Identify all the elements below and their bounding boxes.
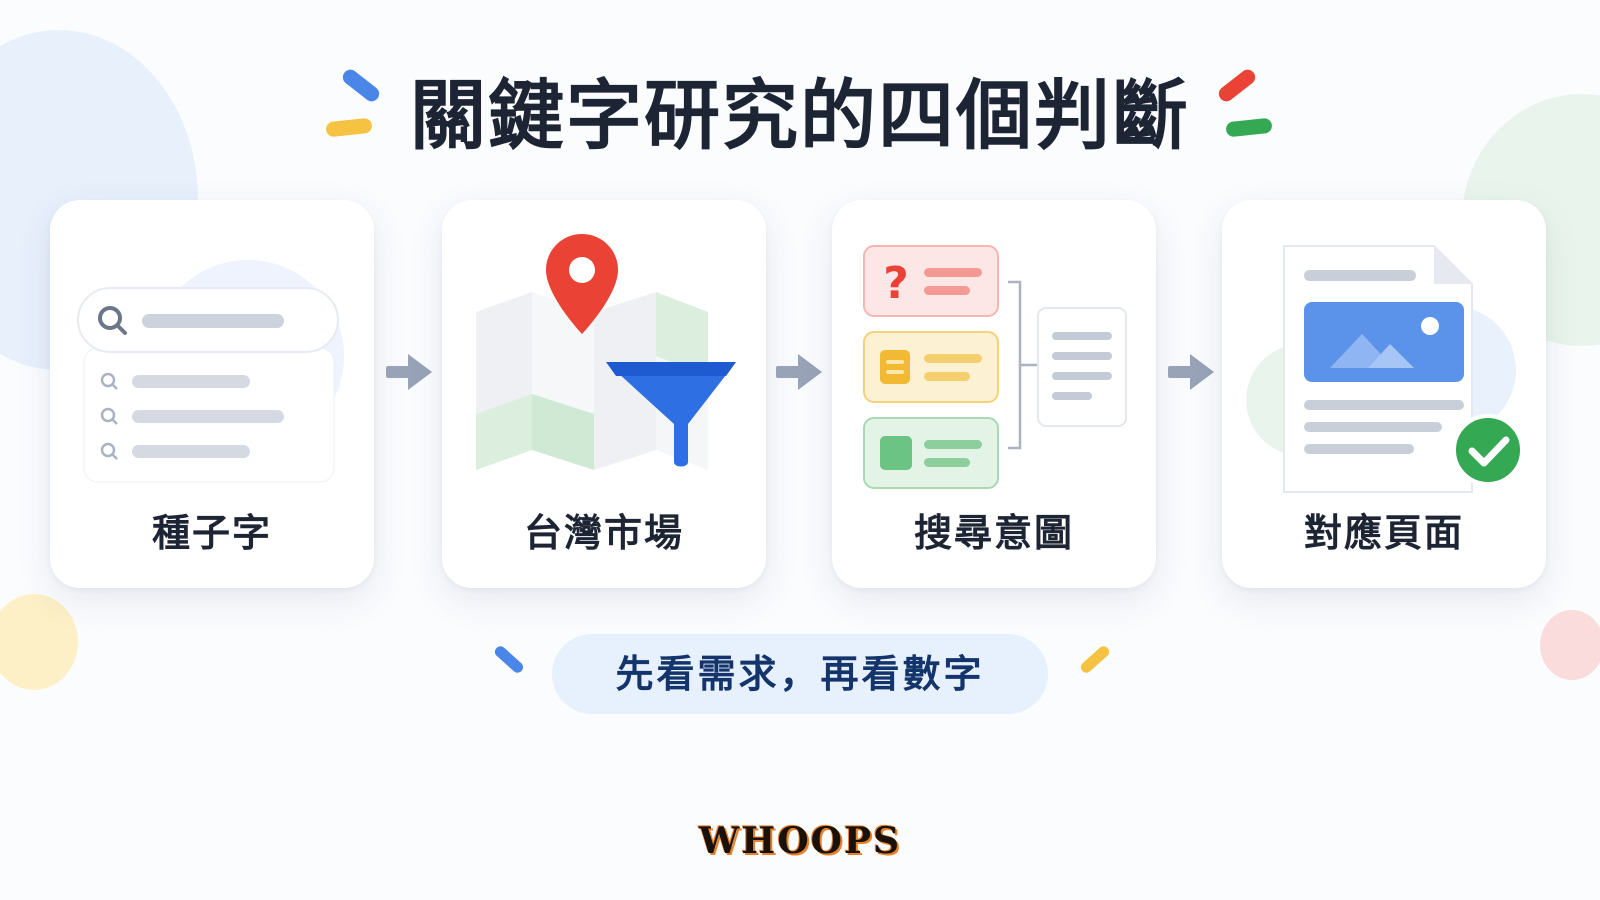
page-title: 關鍵字研究的四個判斷	[410, 71, 1190, 160]
arrow-right-icon	[386, 354, 432, 390]
step-card-search-intent: ? 搜尋意圖	[832, 200, 1156, 588]
step-card-seed-keywords: 種子字	[50, 200, 374, 588]
svg-text:?: ?	[883, 258, 909, 309]
map-filter-icon	[476, 234, 736, 470]
confetti-yellow-small	[1078, 644, 1112, 675]
confetti-blue-small	[492, 644, 526, 675]
bg-blob-red	[1540, 610, 1600, 680]
step-label: 種子字	[151, 511, 272, 555]
step-label: 搜尋意圖	[913, 511, 1074, 555]
search-list-icon	[77, 260, 344, 483]
step-label: 台灣市場	[523, 511, 684, 555]
step-card-matching-page: 對應頁面	[1222, 200, 1546, 588]
brand-logo: WHOOPS	[698, 820, 902, 862]
step-card-taiwan-market: 台灣市場	[442, 200, 766, 588]
tagline-pill: 先看需求，再看數字	[552, 634, 1048, 714]
document-check-icon	[1246, 245, 1524, 493]
step-label: 對應頁面	[1303, 511, 1464, 555]
intent-cards-icon: ?	[863, 245, 1127, 489]
arrow-right-icon	[1168, 354, 1214, 390]
bg-blob-yellow	[0, 594, 78, 690]
arrow-right-icon	[776, 354, 822, 390]
